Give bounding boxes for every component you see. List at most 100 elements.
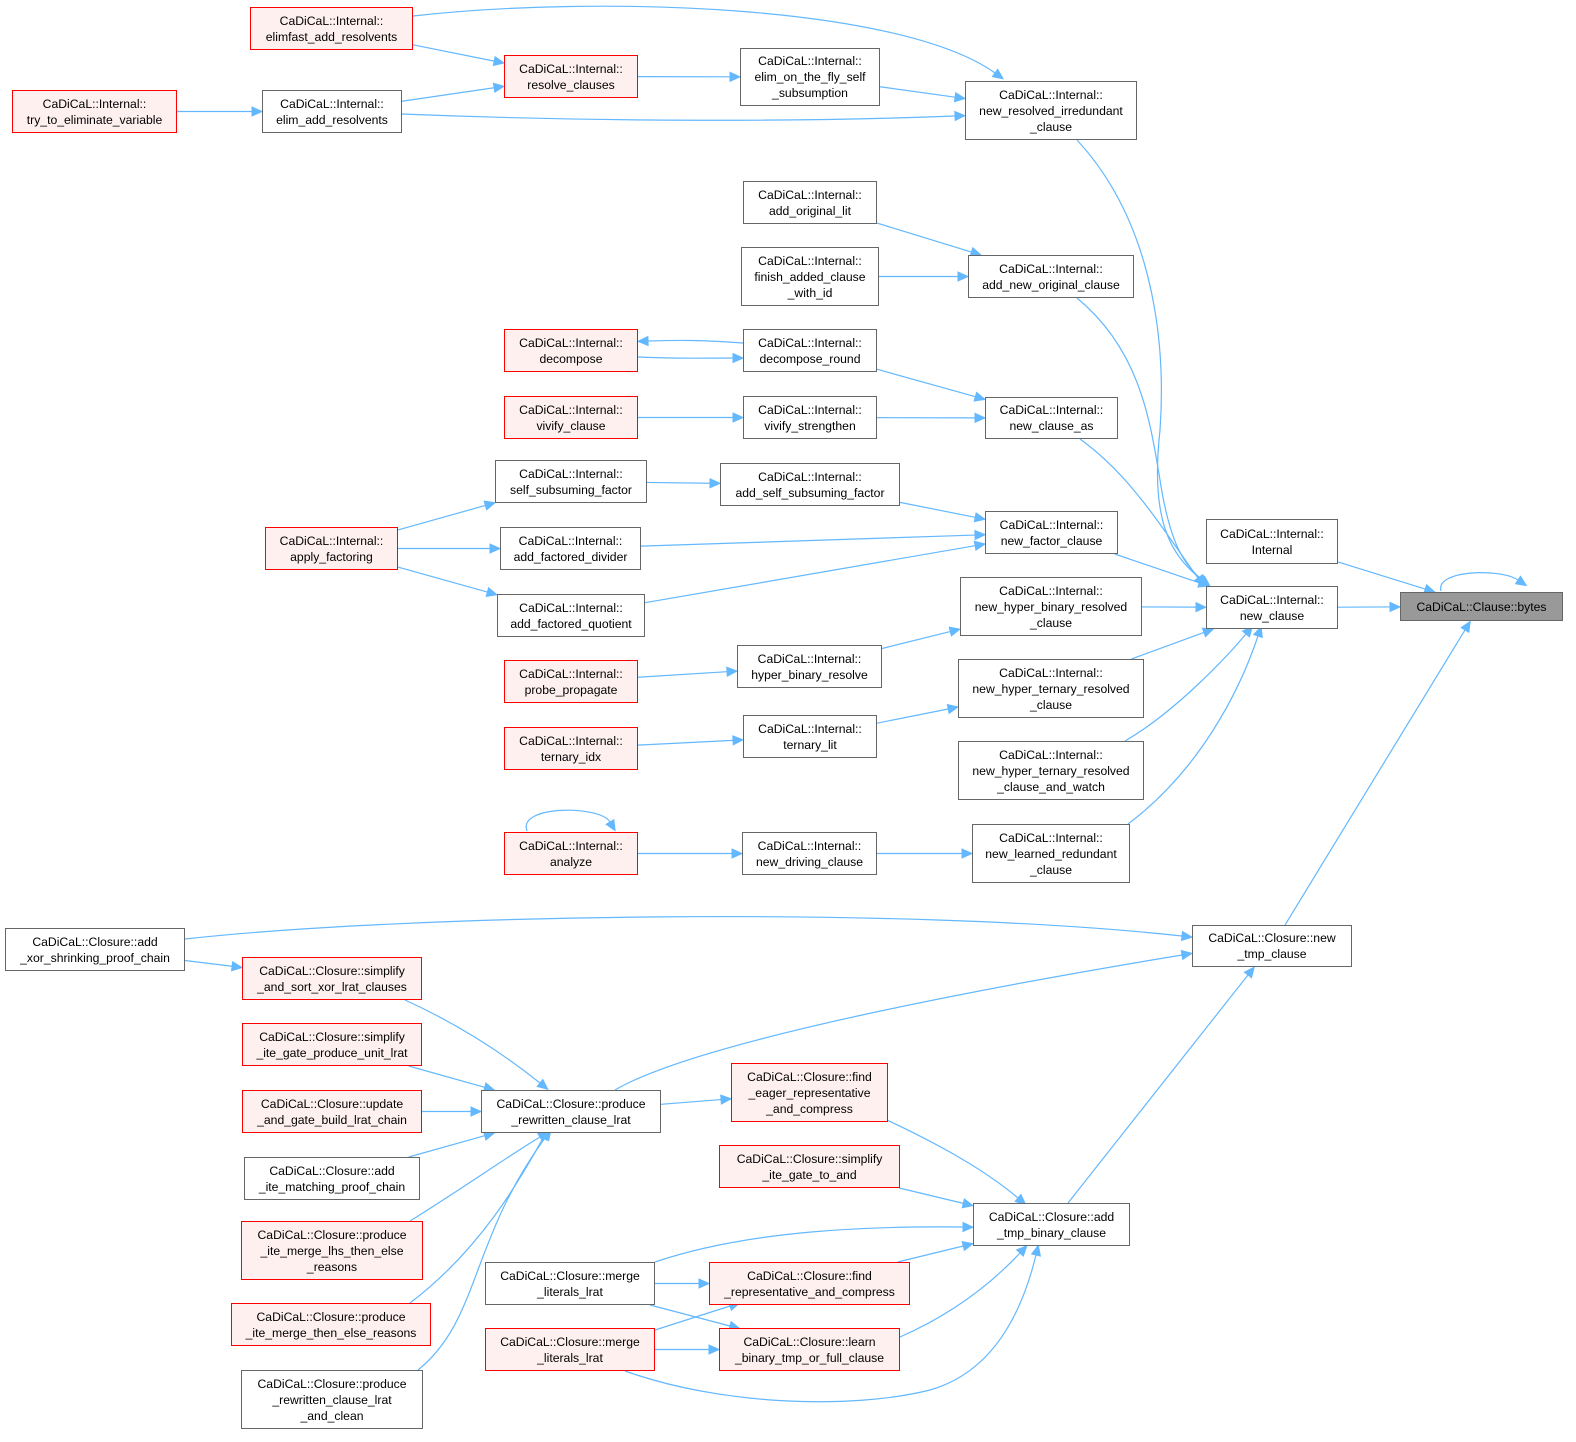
node-label-line: add_factored_quotient	[510, 616, 632, 631]
edge-new_hyper_ternary_resolved_clause_and_watch-to-new_clause	[1124, 625, 1254, 742]
arrowhead-icon	[251, 106, 264, 117]
node-add_tmp_binary_clause[interactable]: CaDiCaL::Closure::add_tmp_binary_clause	[973, 1203, 1130, 1246]
node-new_hyper_ternary_resolved_clause_and_watch[interactable]: CaDiCaL::Internal::new_hyper_ternary_res…	[958, 741, 1144, 800]
edge-merge_literals_lrat_b-to-add_tmp_binary_clause	[624, 1244, 1042, 1403]
node-new_driving_clause[interactable]: CaDiCaL::Internal::new_driving_clause	[742, 832, 877, 875]
node-label-line: CaDiCaL::Closure::merge	[500, 1268, 640, 1283]
node-produce_rewritten_clause_lrat_and_clean[interactable]: CaDiCaL::Closure::produce_rewritten_clau…	[241, 1370, 423, 1429]
arrowhead-icon	[957, 271, 970, 282]
node-internal_ctor[interactable]: CaDiCaL::Internal::Internal	[1206, 519, 1338, 564]
node-resolve_clauses[interactable]: CaDiCaL::Internal::resolve_clauses	[504, 55, 638, 98]
node-new_tmp_clause[interactable]: CaDiCaL::Closure::new_tmp_clause	[1192, 925, 1352, 967]
node-label-line: CaDiCaL::Internal::	[42, 96, 147, 111]
node-probe_propagate[interactable]: CaDiCaL::Internal::probe_propagate	[504, 660, 638, 703]
node-add_ite_matching_proof_chain[interactable]: CaDiCaL::Closure::add_ite_matching_proof…	[244, 1157, 420, 1200]
node-produce_ite_merge_then_else_reasons[interactable]: CaDiCaL::Closure::produce_ite_merge_then…	[231, 1303, 431, 1346]
edge-line	[876, 368, 976, 398]
node-label-line: add_new_original_clause	[982, 277, 1120, 292]
edge-line	[876, 222, 972, 253]
edge-line	[1337, 561, 1426, 590]
node-label-line: _reasons	[306, 1259, 358, 1274]
edge-line	[654, 1226, 964, 1263]
node-new_clause[interactable]: CaDiCaL::Internal::new_clause	[1206, 586, 1338, 629]
edge-line	[1067, 974, 1249, 1204]
edge-line	[525, 809, 611, 832]
node-find_eager_representative_and_compress[interactable]: CaDiCaL::Closure::find_eager_representat…	[731, 1063, 888, 1122]
node-add_factored_divider[interactable]: CaDiCaL::Internal::add_factored_divider	[500, 527, 641, 570]
node-vivify_clause[interactable]: CaDiCaL::Internal::vivify_clause	[504, 396, 638, 439]
node-new_resolved_irredundant_clause[interactable]: CaDiCaL::Internal::new_resolved_irredund…	[965, 81, 1137, 140]
node-label-line: ternary_idx	[540, 749, 602, 764]
node-label-line: elim_on_the_fly_self	[754, 70, 866, 84]
node-label-line: new_hyper_ternary_resolved	[972, 681, 1130, 696]
node-update_and_gate_build_lrat_chain[interactable]: CaDiCaL::Closure::update_and_gate_build_…	[242, 1090, 422, 1133]
node-label-line: add_original_lit	[769, 203, 851, 218]
node-label-line: CaDiCaL::Closure::learn	[743, 1334, 876, 1349]
node-add_original_lit[interactable]: CaDiCaL::Internal::add_original_lit	[743, 181, 877, 224]
node-merge_literals_lrat_a[interactable]: CaDiCaL::Closure::merge_literals_lrat	[485, 1262, 655, 1305]
node-try_to_eliminate_variable[interactable]: CaDiCaL::Internal::try_to_eliminate_vari…	[12, 90, 177, 133]
edge-simplify_ite_gate_produce_unit_lrat-to-produce_rewritten_clause_lrat	[408, 1065, 496, 1093]
arrowhead-icon	[973, 391, 987, 402]
node-add_new_original_clause[interactable]: CaDiCaL::Internal::add_new_original_clau…	[968, 255, 1134, 298]
arrowhead-icon	[698, 1278, 711, 1289]
edge-new_factor_clause-to-new_clause	[1114, 553, 1210, 588]
edge-simplify_ite_gate_to_and-to-add_tmp_binary_clause	[899, 1187, 975, 1209]
node-add_factored_quotient[interactable]: CaDiCaL::Internal::add_factored_quotient	[497, 594, 645, 637]
node-label-line: _ite_matching_proof_chain	[258, 1179, 406, 1194]
edge-ternary_idx-to-ternary_lit	[637, 735, 745, 746]
node-label-line: _rewritten_clause_lrat	[511, 1112, 631, 1127]
node-elimfast_add_resolvents[interactable]: CaDiCaL::Internal::elimfast_add_resolven…	[250, 7, 413, 50]
node-ternary_idx[interactable]: CaDiCaL::Internal::ternary_idx	[504, 727, 638, 770]
node-label-line: CaDiCaL::Internal::	[999, 830, 1103, 845]
arrowhead-icon	[1180, 949, 1194, 961]
node-analyze[interactable]: CaDiCaL::Internal::analyze	[504, 832, 638, 875]
arrowhead-icon	[729, 71, 742, 83]
edge-line	[408, 1135, 485, 1158]
node-self_subsuming_factor[interactable]: CaDiCaL::Internal::self_subsuming_factor	[495, 460, 647, 503]
node-label-line: CaDiCaL::Internal::	[758, 187, 862, 202]
node-bytes[interactable]: CaDiCaL::Clause::bytes	[1400, 592, 1563, 621]
edge-add_xor_shrinking_proof_chain-to-new_tmp_clause	[184, 915, 1194, 942]
arrowhead-icon	[974, 529, 987, 541]
arrowhead-icon	[492, 55, 506, 67]
node-simplify_ite_gate_to_and[interactable]: CaDiCaL::Closure::simplify_ite_gate_to_a…	[719, 1145, 900, 1188]
node-new_factor_clause[interactable]: CaDiCaL::Internal::new_factor_clause	[985, 511, 1118, 554]
node-finish_added_clause_with_id[interactable]: CaDiCaL::Internal::finish_added_clause_w…	[741, 247, 879, 306]
node-produce_rewritten_clause_lrat[interactable]: CaDiCaL::Closure::produce_rewritten_clau…	[481, 1090, 661, 1133]
arrowhead-icon	[636, 335, 649, 347]
node-label-line: hyper_binary_resolve	[751, 667, 868, 682]
edge-find_representative_and_compress-to-add_tmp_binary_clause	[897, 1241, 975, 1263]
node-apply_factoring[interactable]: CaDiCaL::Internal::apply_factoring	[265, 527, 398, 570]
edge-add_ite_matching_proof_chain-to-produce_rewritten_clause_lrat	[408, 1130, 496, 1158]
edge-simplify_and_sort_xor_lrat_clauses-to-produce_rewritten_clause_lrat	[404, 999, 549, 1091]
edge-line	[397, 566, 488, 593]
node-new_clause_as[interactable]: CaDiCaL::Internal::new_clause_as	[985, 397, 1118, 439]
node-elim_on_the_fly_self_subsumption[interactable]: CaDiCaL::Internal::elim_on_the_fly_self_…	[740, 48, 880, 106]
edge-line	[886, 1119, 1019, 1199]
node-label-line: CaDiCaL::Internal::	[519, 838, 623, 853]
node-new_learned_redundant_clause[interactable]: CaDiCaL::Internal::new_learned_redundant…	[972, 824, 1130, 883]
node-learn_binary_tmp_or_full_clause[interactable]: CaDiCaL::Closure::learn_binary_tmp_or_fu…	[719, 1328, 900, 1371]
node-ternary_lit[interactable]: CaDiCaL::Internal::ternary_lit	[743, 715, 877, 758]
edge-merge_literals_lrat_a-to-add_tmp_binary_clause	[654, 1221, 975, 1263]
edge-apply_factoring-to-add_factored_divider	[398, 543, 502, 554]
node-decompose_round[interactable]: CaDiCaL::Internal::decompose_round	[743, 329, 877, 372]
node-vivify_strengthen[interactable]: CaDiCaL::Internal::vivify_strengthen	[743, 396, 877, 439]
node-label-line: CaDiCaL::Closure::add	[988, 1209, 1115, 1224]
node-label-line: _tmp_binary_clause	[996, 1225, 1107, 1240]
node-add_xor_shrinking_proof_chain[interactable]: CaDiCaL::Closure::add_xor_shrinking_proo…	[5, 928, 185, 971]
node-add_self_subsuming_factor[interactable]: CaDiCaL::Internal::add_self_subsuming_fa…	[720, 463, 900, 506]
node-new_hyper_binary_resolved_clause[interactable]: CaDiCaL::Internal::new_hyper_binary_reso…	[960, 577, 1142, 636]
node-decompose[interactable]: CaDiCaL::Internal::decompose	[504, 329, 638, 372]
node-elim_add_resolvents[interactable]: CaDiCaL::Internal::elim_add_resolvents	[262, 90, 402, 133]
edge-new_driving_clause-to-new_learned_redundant_clause	[877, 848, 974, 859]
node-produce_ite_merge_lhs_then_else_reasons[interactable]: CaDiCaL::Closure::produce_ite_merge_lhs_…	[241, 1221, 423, 1280]
node-simplify_and_sort_xor_lrat_clauses[interactable]: CaDiCaL::Closure::simplify_and_sort_xor_…	[242, 957, 422, 1000]
node-find_representative_and_compress[interactable]: CaDiCaL::Closure::find_representative_an…	[709, 1262, 910, 1305]
edge-line	[401, 87, 495, 102]
node-simplify_ite_gate_produce_unit_lrat[interactable]: CaDiCaL::Closure::simplify_ite_gate_prod…	[242, 1023, 422, 1066]
node-hyper_binary_resolve[interactable]: CaDiCaL::Internal::hyper_binary_resolve	[737, 645, 882, 688]
node-new_hyper_ternary_resolved_clause[interactable]: CaDiCaL::Internal::new_hyper_ternary_res…	[958, 659, 1144, 718]
node-merge_literals_lrat_b[interactable]: CaDiCaL::Closure::merge_literals_lrat	[485, 1328, 655, 1371]
